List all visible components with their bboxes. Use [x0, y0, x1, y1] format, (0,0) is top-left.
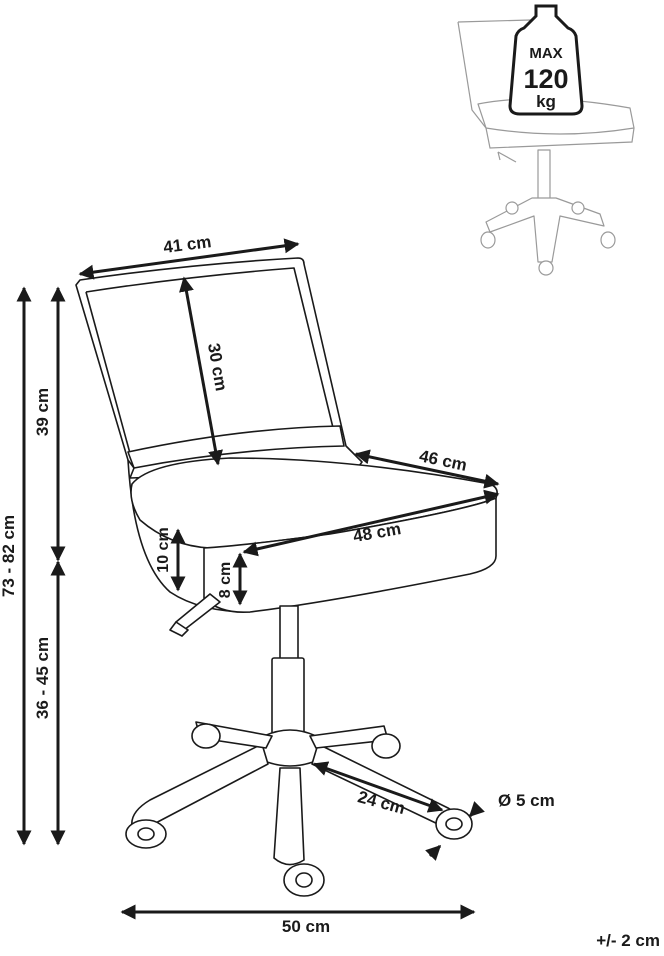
- label-armrest-height: 10 cm: [155, 527, 172, 572]
- badge-unit-text: kg: [536, 92, 556, 111]
- dimension-labels: 41 cm 30 cm 46 cm 48 cm 10 cm 8 cm 39 cm…: [0, 232, 660, 950]
- badge-weight-value: 120: [523, 64, 568, 94]
- max-weight-badge: MAX 120 kg: [508, 4, 584, 116]
- badge-max-text: MAX: [529, 45, 562, 62]
- label-base-width: 50 cm: [282, 917, 330, 936]
- label-tolerance: +/- 2 cm: [596, 931, 660, 950]
- label-back-height: 39 cm: [33, 388, 52, 436]
- label-backrest-width: 41 cm: [162, 232, 212, 257]
- dimension-lines: [16, 238, 500, 920]
- label-wheel-diameter: Ø 5 cm: [498, 791, 555, 810]
- label-seat-thickness: 8 cm: [217, 562, 234, 598]
- label-seat-height: 36 - 45 cm: [33, 637, 52, 719]
- main-chair-illustration: [75, 257, 498, 897]
- label-total-height: 73 - 82 cm: [0, 515, 18, 597]
- label-seat-depth: 46 cm: [418, 446, 469, 475]
